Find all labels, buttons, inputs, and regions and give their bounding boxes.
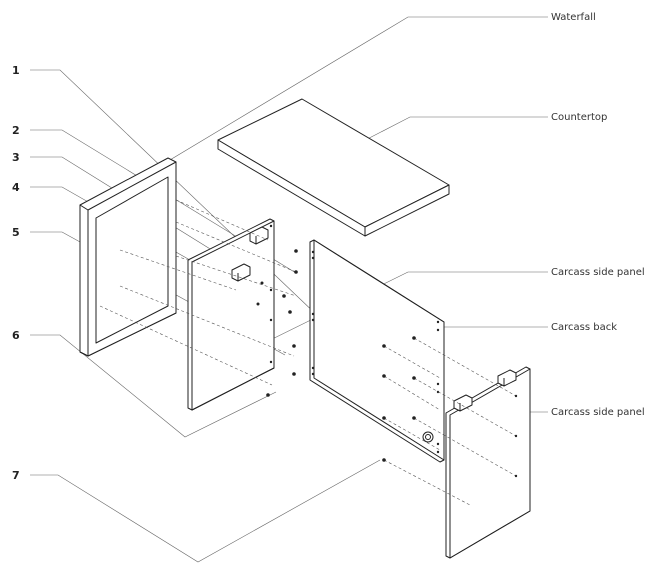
- label-countertop: Countertop: [551, 112, 607, 123]
- screw: [382, 374, 386, 378]
- number-2: 2: [12, 124, 20, 137]
- screw: [292, 344, 296, 348]
- screw: [514, 394, 518, 398]
- screw: [282, 294, 286, 298]
- number-4: 4: [12, 181, 20, 194]
- leader-number-6: [30, 334, 277, 438]
- screw: [260, 281, 264, 285]
- leader-number-3: [30, 156, 237, 266]
- bracket-middle: [231, 263, 251, 282]
- label-carcass-back: Carcass back: [551, 322, 617, 333]
- screw: [514, 474, 518, 478]
- label-carcass-side-panel-top: Carcass side panel: [551, 267, 645, 278]
- fasteners-left: [99, 199, 298, 397]
- label-carcass-side-panel-bottom: Carcass side panel: [551, 407, 645, 418]
- leader-number-1: [30, 69, 321, 319]
- bracket-right-left: [453, 394, 473, 412]
- number-6: 6: [12, 329, 20, 342]
- bracket-top: [249, 226, 269, 245]
- screw: [382, 416, 386, 420]
- fasteners-right: [382, 336, 518, 506]
- leader-number-2: [30, 129, 297, 274]
- number-3: 3: [12, 151, 20, 164]
- screw: [294, 249, 298, 253]
- callout-labels: Waterfall Countertop Carcass side panel …: [551, 12, 645, 418]
- carcass-back-panel: [309, 239, 445, 463]
- callout-numbers: 1 2 3 4 5 6 7: [12, 64, 20, 482]
- leader-carcass-side-panel-top: [241, 271, 548, 355]
- screw: [294, 270, 298, 274]
- screw: [292, 372, 296, 376]
- bracket-right-top: [497, 369, 517, 387]
- screw: [412, 376, 416, 380]
- cable-grommet: [422, 431, 434, 443]
- screw: [514, 434, 518, 438]
- screw: [288, 310, 292, 314]
- screw: [266, 393, 270, 397]
- number-5: 5: [12, 226, 20, 239]
- countertop-slab: [217, 98, 450, 237]
- leader-countertop: [349, 116, 548, 149]
- screw: [256, 302, 260, 306]
- label-waterfall: Waterfall: [551, 12, 596, 23]
- screw: [412, 416, 416, 420]
- screw: [412, 336, 416, 340]
- number-1: 1: [12, 64, 20, 77]
- waterfall-panel: [79, 157, 177, 357]
- screw: [382, 344, 386, 348]
- right-carcass-side-panel: [445, 366, 531, 559]
- leader-number-7: [30, 459, 381, 563]
- left-carcass-side-panel: [187, 218, 275, 411]
- screw: [382, 458, 386, 462]
- number-7: 7: [12, 469, 20, 482]
- leader-waterfall: [89, 16, 548, 209]
